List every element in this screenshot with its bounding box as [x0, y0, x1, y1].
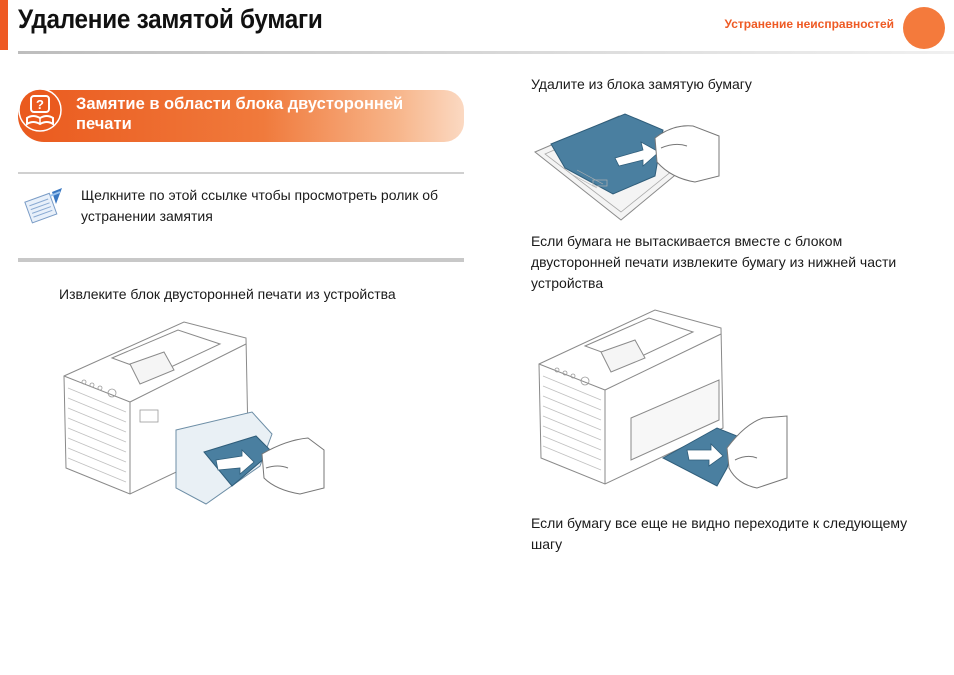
note-video-link[interactable]: Щелкните по этой ссылке чтобы просмотрет… — [81, 187, 439, 224]
page-title: Удаление замятой бумаги — [18, 4, 323, 34]
printer-bottom-paper-illustration — [538, 309, 788, 489]
topic-title: Замятие в области блока двусторонней печ… — [76, 95, 404, 133]
note-box — [18, 172, 464, 260]
topic-banner — [18, 90, 464, 142]
note-bottom-rule — [18, 258, 464, 262]
title-divider — [18, 51, 954, 54]
step-remove-unit: Извлеките блок двусторонней печати из ус… — [59, 286, 396, 302]
section-label[interactable]: Устранение неисправностей — [724, 17, 894, 31]
video-note-icon[interactable] — [22, 186, 66, 226]
note-top-rule — [18, 172, 464, 174]
step-remove-paper: Удалите из блока замятую бумагу — [531, 76, 752, 92]
section-dot-icon — [903, 7, 945, 49]
svg-text:?: ? — [36, 97, 44, 112]
step-not-visible: Если бумагу все еще не видно переходите … — [531, 515, 908, 552]
step-paper-not-out: Если бумага не вытаскивается вместе с бл… — [531, 233, 897, 291]
question-book-icon: ? — [18, 88, 62, 132]
header-accent-bar — [0, 0, 8, 50]
duplex-unit-paper-illustration — [534, 113, 720, 221]
printer-duplex-removal-illustration — [63, 321, 325, 505]
